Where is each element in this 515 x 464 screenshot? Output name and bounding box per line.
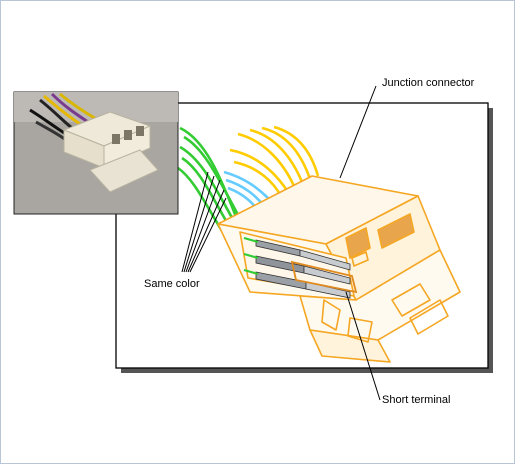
same-color-label: Same color (144, 278, 200, 290)
connector-photo (13, 91, 179, 215)
yellow-wires (229, 125, 320, 199)
junction-connector (217, 175, 461, 363)
short-terminal-label: Short terminal (382, 394, 451, 406)
junction-connector-label: Junction connector (382, 77, 475, 89)
leader-lines (181, 85, 381, 401)
connector-terminals (243, 236, 358, 299)
